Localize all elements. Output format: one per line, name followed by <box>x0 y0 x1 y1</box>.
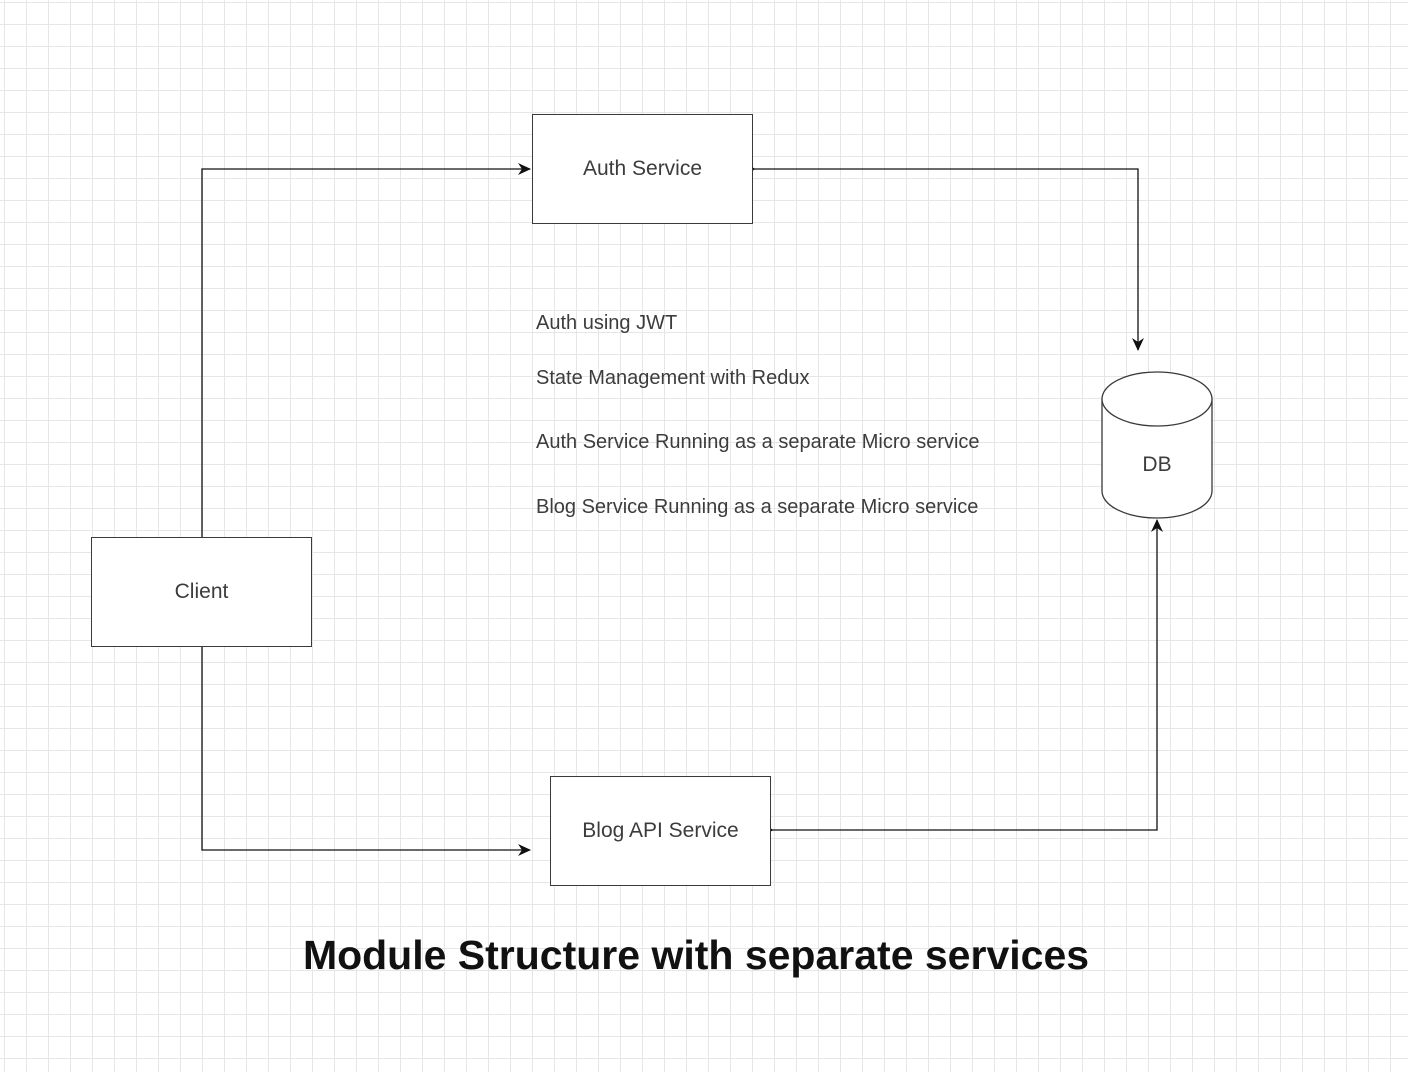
db-label: DB <box>1142 453 1172 476</box>
edge-blog-db[interactable] <box>761 519 1163 836</box>
diagram-title: Module Structure with separate services <box>302 932 1090 978</box>
note-auth-microservice: Auth Service Running as a separate Micro… <box>536 431 980 453</box>
blog-api-service-box[interactable]: Blog API Service <box>550 776 771 886</box>
db-cylinder[interactable]: DB <box>1100 369 1214 521</box>
note-auth-jwt: Auth using JWT <box>536 312 678 334</box>
client-label: Client <box>174 580 229 603</box>
edge-client-to-blog[interactable] <box>201 647 531 856</box>
database-icon <box>1101 371 1213 519</box>
blog-api-service-label: Blog API Service <box>582 819 739 842</box>
client-box[interactable]: Client <box>91 537 312 647</box>
edge-client-to-auth[interactable] <box>201 163 531 537</box>
auth-service-label: Auth Service <box>582 157 703 180</box>
note-blog-microservice: Blog Service Running as a separate Micro… <box>536 496 979 518</box>
edge-auth-db[interactable] <box>743 163 1144 351</box>
note-state-management: State Management with Redux <box>536 367 810 389</box>
auth-service-box[interactable]: Auth Service <box>532 114 753 224</box>
